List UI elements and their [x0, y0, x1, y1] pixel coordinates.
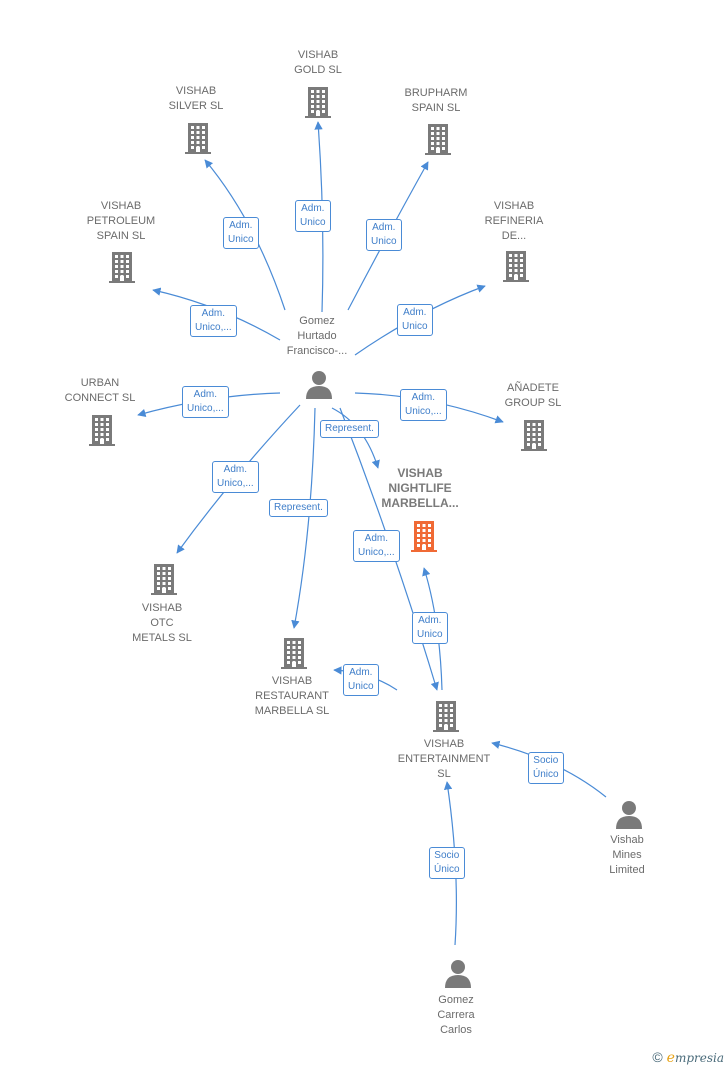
- edge-label-represent-restaurant[interactable]: Represent.: [269, 499, 328, 517]
- building-icon[interactable]: [521, 419, 547, 451]
- building-icon[interactable]: [185, 122, 211, 154]
- node-label-vishab-mines[interactable]: Vishab Mines Limited: [609, 834, 645, 876]
- node-label-vishab-otc[interactable]: VISHAB OTC METALS SL: [132, 602, 192, 644]
- edge-label-refineria[interactable]: Adm.Unico: [397, 304, 433, 336]
- edge-label-brupharm[interactable]: Adm.Unico: [366, 219, 402, 251]
- edge-label-urban[interactable]: Adm.Unico,...: [182, 386, 229, 418]
- building-icon[interactable]: [151, 563, 177, 595]
- node-label-anadete[interactable]: AÑADETE GROUP SL: [504, 382, 562, 409]
- brand-name: mpresia: [674, 1051, 724, 1065]
- edge-label-restaurant-from-ent[interactable]: Adm.Unico: [343, 664, 379, 696]
- footer-brand[interactable]: ©empresia: [652, 1049, 724, 1066]
- node-label-vishab-entertainment[interactable]: VISHAB ENTERTAINMENT SL: [397, 738, 491, 780]
- building-icon[interactable]: [89, 414, 115, 446]
- node-label-gomez-carrera[interactable]: Gomez Carrera Carlos: [437, 994, 475, 1036]
- node-label-vishab-refineria[interactable]: VISHAB REFINERIA DE...: [484, 200, 544, 242]
- building-icon[interactable]: [109, 251, 135, 283]
- building-icon[interactable]: [305, 86, 331, 118]
- person-icon[interactable]: [443, 958, 473, 988]
- node-label-vishab-gold[interactable]: VISHAB GOLD SL: [294, 49, 342, 76]
- person-icon[interactable]: [304, 369, 334, 399]
- building-icon-focus[interactable]: [411, 520, 437, 552]
- building-icon[interactable]: [503, 250, 529, 282]
- building-icon[interactable]: [425, 123, 451, 155]
- edge-label-otc[interactable]: Adm.Unico,...: [212, 461, 259, 493]
- node-label-brupharm[interactable]: BRUPHARM SPAIN SL: [404, 87, 468, 114]
- edge-label-anadete[interactable]: Adm.Unico,...: [400, 389, 447, 421]
- node-label-gomez-hurtado[interactable]: Gomez Hurtado Francisco-...: [286, 315, 348, 357]
- edge-label-gold[interactable]: Adm.Unico: [295, 200, 331, 232]
- node-label-vishab-restaurant[interactable]: VISHAB RESTAURANT MARBELLA SL: [254, 675, 330, 717]
- node-label-vishab-silver[interactable]: VISHAB SILVER SL: [168, 85, 224, 112]
- edge-label-represent-nightlife[interactable]: Represent.: [320, 420, 379, 438]
- edge-label-petroleum[interactable]: Adm.Unico,...: [190, 305, 237, 337]
- edge-line-nightlife: [331, 407, 380, 469]
- building-icon[interactable]: [433, 700, 459, 732]
- person-icon[interactable]: [614, 799, 644, 829]
- copyright-icon: ©: [652, 1049, 663, 1065]
- edge-label-silver[interactable]: Adm.Unico: [223, 217, 259, 249]
- building-icon[interactable]: [281, 637, 307, 669]
- node-label-urban-connect[interactable]: URBAN CONNECT SL: [64, 377, 136, 404]
- edge-label-nightlife-from-ent[interactable]: Adm.Unico: [412, 612, 448, 644]
- brand-initial: e: [666, 1050, 675, 1066]
- edge-line-restaurant: [291, 407, 316, 629]
- node-label-vishab-petroleum[interactable]: VISHAB PETROLEUM SPAIN SL: [86, 200, 156, 242]
- edge-label-entertainment-main[interactable]: Adm.Unico,...: [353, 530, 400, 562]
- node-label-vishab-nightlife[interactable]: VISHAB NIGHTLIFE MARBELLA...: [381, 466, 459, 510]
